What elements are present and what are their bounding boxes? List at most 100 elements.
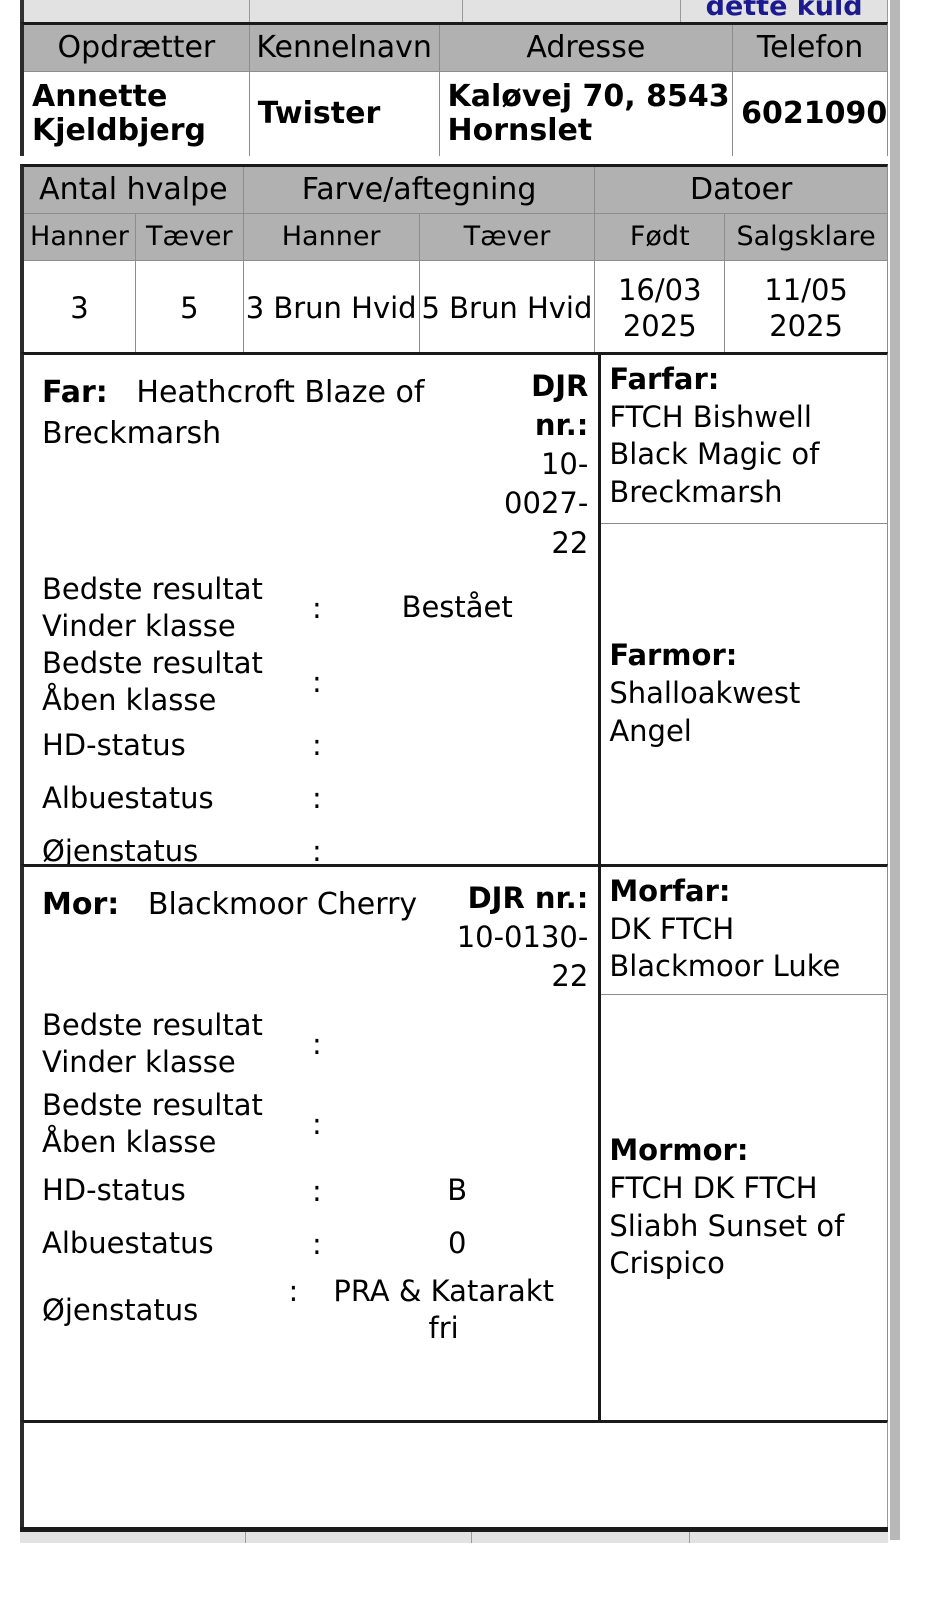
sire-djr-cell: DJR nr.: 10-0027-22 [469,355,598,571]
puppies-value-taever-color: 5 Brun Hvid [419,261,596,355]
farfar-label: Farfar: [609,362,720,396]
breeder-value-kennelnavn: Twister [249,72,440,156]
breeder-header-row: Opdrætter Kennelnavn Adresse Telefon [24,25,887,71]
mormor-box: Mormor: FTCH DK FTCH Sliabh Sunset of Cr… [601,994,887,1420]
puppies-value-hanner-color: 3 Brun Hvid [243,261,420,355]
sire-djr-label: DJR nr.: [531,369,589,443]
breeder-value-row: Annette Kjeldbjerg Twister Kaløvej 70, 8… [24,71,887,156]
dam-name-cell: Mor: Blackmoor Cherry [24,867,426,1004]
sire-block: Far: Heathcroft Blaze of Breckmarsh DJR … [20,352,888,868]
sire-attr-aaben-klasse: Bedste resultat Åben klasse : [24,645,598,719]
farmor-name: Shalloakwest Angel [609,676,801,748]
puppies-sub-taever-color: Tæver [419,214,596,260]
puppies-sub-salgsklare: Salgsklare [725,214,887,260]
clipped-bottom-cell-4 [690,1532,888,1543]
puppies-group-antal-hvalpe: Antal hvalpe [24,167,244,213]
dam-attr-label-0: Bedste resultat Vinder klasse [42,1008,263,1080]
sire-attr-value-0: Bestået [401,590,513,625]
sire-name: Heathcroft Blaze of Breckmarsh [42,375,425,451]
dam-djr-label: DJR nr.: [467,881,589,915]
dam-details: Mor: Blackmoor Cherry DJR nr.: 10-0130-2… [24,867,602,1420]
puppies-sub-taever-count: Tæver [135,214,244,260]
dam-attr-colon-3: : [312,1226,322,1261]
sire-attr-vinder-klasse: Bedste resultat Vinder klasse : Bestået [24,571,598,645]
puppies-group-datoer: Datoer [595,167,887,213]
breeder-table: Opdrætter Kennelnavn Adresse Telefon Ann… [20,22,888,156]
sire-attr-label-2: HD-status [42,727,186,762]
puppies-sub-foedt: Født [595,214,726,260]
dam-attr-colon-4: : [288,1274,299,1309]
sire-attr-colon-0: : [312,590,322,625]
clipped-bottom-cell-2 [246,1532,472,1543]
sire-attr-label-3: Albuestatus [42,780,214,815]
breeder-header-adresse: Adresse [439,25,734,71]
farfar-box: Farfar: FTCH Bishwell Black Magic of Bre… [601,355,887,523]
puppies-value-taever-count: 5 [135,261,244,355]
mormor-name: FTCH DK FTCH Sliabh Sunset of Crispico [609,1170,845,1281]
dam-attr-label-4: Øjenstatus [42,1292,199,1327]
dam-attr-label-1: Bedste resultat Åben klasse [42,1088,263,1160]
dam-attr-colon-1: : [312,1107,322,1142]
breeder-header-kennelnavn: Kennelnavn [249,25,440,71]
farfar-name: FTCH Bishwell Black Magic of Breckmarsh [609,399,820,510]
dam-name-row: Mor: Blackmoor Cherry DJR nr.: 10-0130-2… [24,867,598,1004]
dam-attr-value-2: B [447,1173,468,1208]
breeder-header-opdraetter: Opdrætter [24,25,250,71]
sire-name-cell: Far: Heathcroft Blaze of Breckmarsh [24,355,469,571]
clipped-bottom-cell-3 [472,1532,690,1543]
dam-attr-label-2: HD-status [42,1173,186,1208]
puppies-group-farve-aftegning: Farve/aftegning [243,167,596,213]
clipped-previous-row: dette kuld [20,0,888,22]
dam-attr-colon-2: : [312,1173,322,1208]
sire-attr-label-4: Øjenstatus [42,833,199,868]
dam-attr-hd-status: HD-status : B [24,1164,598,1217]
dam-wrap: Mor: Blackmoor Cherry DJR nr.: 10-0130-2… [24,867,887,1420]
dam-attr-aaben-klasse: Bedste resultat Åben klasse : [24,1084,598,1164]
breeder-value-telefon: 60210902 [733,72,887,156]
sire-grandparents: Farfar: FTCH Bishwell Black Magic of Bre… [601,355,887,864]
dam-grandparents: Morfar: DK FTCH Blackmoor Luke Mormor: F… [601,867,887,1420]
puppies-sub-hanner-count: Hanner [24,214,136,260]
morfar-box: Morfar: DK FTCH Blackmoor Luke [601,867,887,994]
clipped-cell-3 [463,0,682,22]
farmor-label: Farmor: [609,638,738,673]
dam-attributes: Bedste resultat Vinder klasse : Bedste r… [24,1004,598,1350]
sire-wrap: Far: Heathcroft Blaze of Breckmarsh DJR … [24,355,887,868]
puppies-value-hanner-count: 3 [24,261,136,355]
clipped-next-row [20,1527,888,1543]
puppies-sub-header-row: Hanner Tæver Hanner Tæver Født Salgsklar… [24,213,887,260]
sire-attr-albuestatus: Albuestatus : [24,772,598,825]
this-litter-link[interactable]: dette kuld [705,0,863,22]
morfar-label: Morfar: [609,874,731,908]
breeder-value-adresse: Kaløvej 70, 8543 Hornslet [439,72,734,156]
mormor-label: Mormor: [609,1133,749,1168]
sire-attr-hd-status: HD-status : [24,719,598,772]
dam-attr-oejenstatus: Øjenstatus : PRA & Katarakt fri [24,1270,598,1350]
puppies-value-foedt: 16/03 2025 [595,261,726,355]
dam-name: Blackmoor Cherry [147,887,418,922]
dam-attr-label-3: Albuestatus [42,1226,214,1261]
puppies-value-salgsklare: 11/05 2025 [725,261,887,355]
sire-attr-colon-3: : [312,781,322,816]
dam-label: Mor: [42,887,120,922]
dam-attr-value-3: 0 [447,1226,467,1261]
sire-attr-label-1: Bedste resultat Åben klasse [42,645,263,717]
dam-djr-number: 10-0130-22 [456,920,589,994]
breeder-value-opdraetter: Annette Kjeldbjerg [24,72,250,156]
empty-spacer-row [20,1420,888,1530]
sire-attr-label-0: Bedste resultat Vinder klasse [42,571,263,643]
clipped-cell-1 [24,0,250,22]
farmor-box: Farmor: Shalloakwest Angel [601,523,887,864]
dam-attr-colon-0: : [312,1027,322,1062]
sire-name-row: Far: Heathcroft Blaze of Breckmarsh DJR … [24,355,598,571]
puppies-sub-hanner-color: Hanner [243,214,420,260]
puppies-table: Antal hvalpe Farve/aftegning Datoer Hann… [20,164,888,355]
clipped-bottom-cell-1 [20,1532,246,1543]
dam-djr-cell: DJR nr.: 10-0130-22 [426,867,598,1004]
breeder-header-telefon: Telefon [733,25,887,71]
sire-djr-number: 10-0027-22 [504,447,589,560]
sire-attr-colon-4: : [312,834,322,869]
dam-attr-albuestatus: Albuestatus : 0 [24,1217,598,1270]
dam-block: Mor: Blackmoor Cherry DJR nr.: 10-0130-2… [20,864,888,1420]
